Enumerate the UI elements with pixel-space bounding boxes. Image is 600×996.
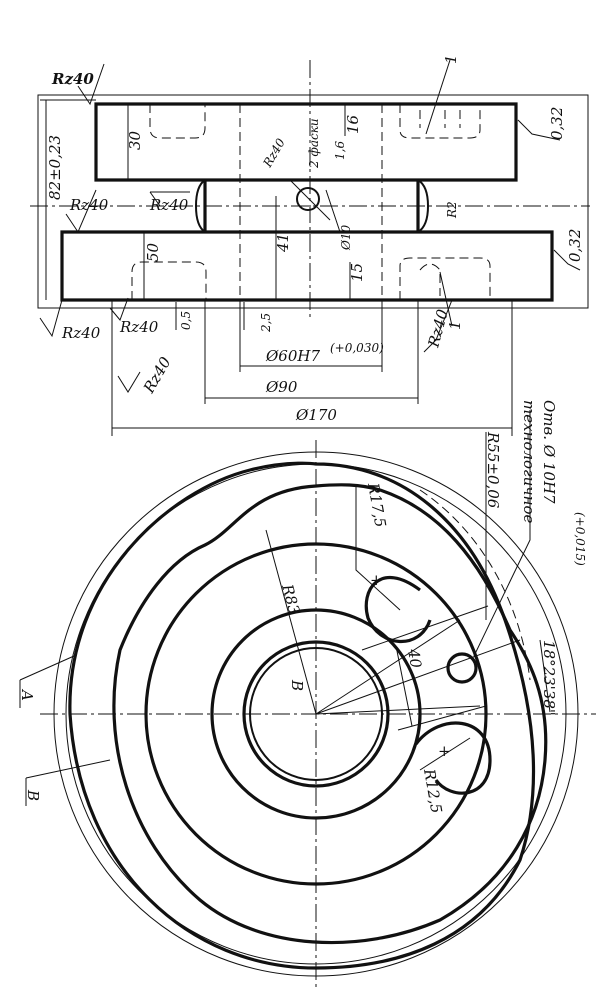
slot-lower bbox=[414, 721, 492, 795]
groove-outer bbox=[144, 542, 488, 886]
dim-hole-dia: Ø10 bbox=[339, 225, 353, 251]
rz40-hole: Rz40 bbox=[260, 136, 288, 171]
dim-angle: 18°23'38" bbox=[540, 640, 558, 716]
bore-outer bbox=[242, 640, 390, 788]
dim-r17-5: R17,5 bbox=[364, 481, 390, 529]
hole-note-1: Отв. Ø 10H7 bbox=[540, 400, 558, 504]
dim-16: 16 bbox=[344, 114, 362, 134]
hub-fillet-left bbox=[194, 179, 206, 233]
slot-centre-mark: + bbox=[370, 571, 383, 589]
view-b: B bbox=[288, 679, 306, 691]
hidden-profile bbox=[419, 489, 531, 681]
callout-1-top-leader bbox=[425, 59, 451, 135]
dim-bore-line bbox=[239, 300, 383, 372]
hole-note-2: технологичное bbox=[520, 400, 538, 524]
slot-upper bbox=[364, 575, 432, 644]
slot-centre-mark-2: + bbox=[438, 742, 451, 760]
pocket-upper-left bbox=[149, 104, 206, 139]
rz-bottom-mark bbox=[109, 297, 129, 321]
dim-r55: R55±0,06 bbox=[484, 431, 502, 509]
hub-fillet-right bbox=[417, 179, 430, 233]
bore-inner bbox=[249, 647, 383, 781]
slot-tangents bbox=[361, 605, 489, 731]
hole-note-tol: (+0,015) bbox=[573, 512, 587, 566]
small-hole bbox=[296, 187, 320, 211]
dim-step-2-5: 2,5 bbox=[259, 313, 273, 333]
curve-a: A bbox=[18, 688, 36, 701]
hole-leaders bbox=[289, 179, 341, 233]
dim-height-line bbox=[40, 99, 96, 300]
r12-5-leader bbox=[419, 737, 471, 771]
rz-mid-mark bbox=[149, 191, 190, 207]
dim-170-line bbox=[111, 300, 513, 436]
rz40-mid: Rz40 bbox=[149, 196, 189, 214]
pocket-lower-right bbox=[399, 257, 491, 300]
hole-note-leader bbox=[473, 410, 531, 657]
dim-bottom-flange: 50 bbox=[144, 242, 162, 262]
rz40-mid-left: Rz40 bbox=[69, 196, 109, 214]
dim-40: 40 bbox=[404, 647, 425, 670]
plan-view: + + R83 R17,5 R12,5 R55±0,06 40 18°23'38… bbox=[18, 400, 596, 990]
callout-1-bottom-leader bbox=[439, 271, 453, 327]
r83-leader bbox=[265, 529, 317, 715]
bore-hidden bbox=[239, 104, 383, 300]
rz-mid-left-mark bbox=[65, 189, 97, 234]
tech-hole bbox=[446, 652, 478, 684]
section-view: 82±0,23 30 50 41 16 15 1,6 2 фаски R2 Ø1… bbox=[30, 54, 590, 436]
rz-corner-mark bbox=[77, 63, 105, 106]
pocket-upper-ribs bbox=[419, 110, 461, 128]
rz40-below: Rz40 bbox=[139, 353, 174, 396]
ra-top-right: 0,32 bbox=[548, 107, 566, 140]
curve-b: B bbox=[24, 789, 42, 801]
angle-arc bbox=[539, 639, 551, 713]
dim-chamfer-size: 1,6 bbox=[333, 141, 347, 160]
pocket-upper-right bbox=[399, 104, 481, 139]
ra-top-mark bbox=[517, 119, 561, 141]
dim-15: 15 bbox=[348, 263, 366, 282]
dim-dia-170: Ø170 bbox=[295, 406, 337, 424]
rz40-bottom: Rz40 bbox=[119, 318, 159, 336]
dim-height: 82±0,23 bbox=[46, 135, 64, 200]
dim-r83: R83 bbox=[278, 581, 304, 616]
pocket-lower-rib bbox=[419, 263, 441, 296]
dim-bore-tol: (+0,030) bbox=[330, 341, 384, 355]
dim-bore-fit: Ø60H7 bbox=[265, 347, 320, 365]
pocket-lower-left bbox=[131, 261, 207, 300]
groove-inner bbox=[210, 608, 422, 820]
dim-40-line bbox=[395, 645, 413, 727]
dim-r2: R2 bbox=[445, 201, 459, 219]
curve-a-leader bbox=[19, 655, 75, 708]
r17-5-leader bbox=[355, 484, 401, 611]
ra-mid-mark bbox=[553, 249, 581, 271]
dim-90-line bbox=[204, 300, 419, 404]
dim-bore-depth: 41 bbox=[274, 233, 292, 253]
callout-1-top: 1 bbox=[442, 54, 460, 64]
rz40-corner: Rz40 bbox=[51, 70, 94, 88]
stock-outline bbox=[37, 94, 589, 309]
cam-profile-b bbox=[112, 483, 548, 945]
dim-r12-5: R12,5 bbox=[420, 767, 446, 815]
rz40-bottom-left: Rz40 bbox=[61, 324, 101, 342]
dim-step-0-5: 0,5 bbox=[179, 311, 193, 330]
upper-flange bbox=[94, 102, 518, 182]
curve-b-leader bbox=[25, 759, 111, 806]
radial-lines bbox=[315, 619, 521, 715]
rz-below-mark bbox=[117, 371, 141, 393]
cam-profile-a bbox=[68, 461, 536, 970]
rz-bottom-left-mark bbox=[39, 299, 63, 338]
ra-mid-right: 0,32 bbox=[566, 229, 584, 262]
lower-flange bbox=[60, 230, 554, 302]
dim-dia-90: Ø90 bbox=[265, 378, 298, 396]
rz-right-mark bbox=[423, 299, 453, 353]
dim-top-flange: 30 bbox=[126, 130, 144, 150]
callout-1-bottom: 1 bbox=[446, 320, 464, 330]
dim-chamfers: 2 фаски bbox=[307, 118, 321, 169]
dim-step-ext bbox=[175, 302, 245, 330]
outer-circle bbox=[53, 451, 579, 977]
